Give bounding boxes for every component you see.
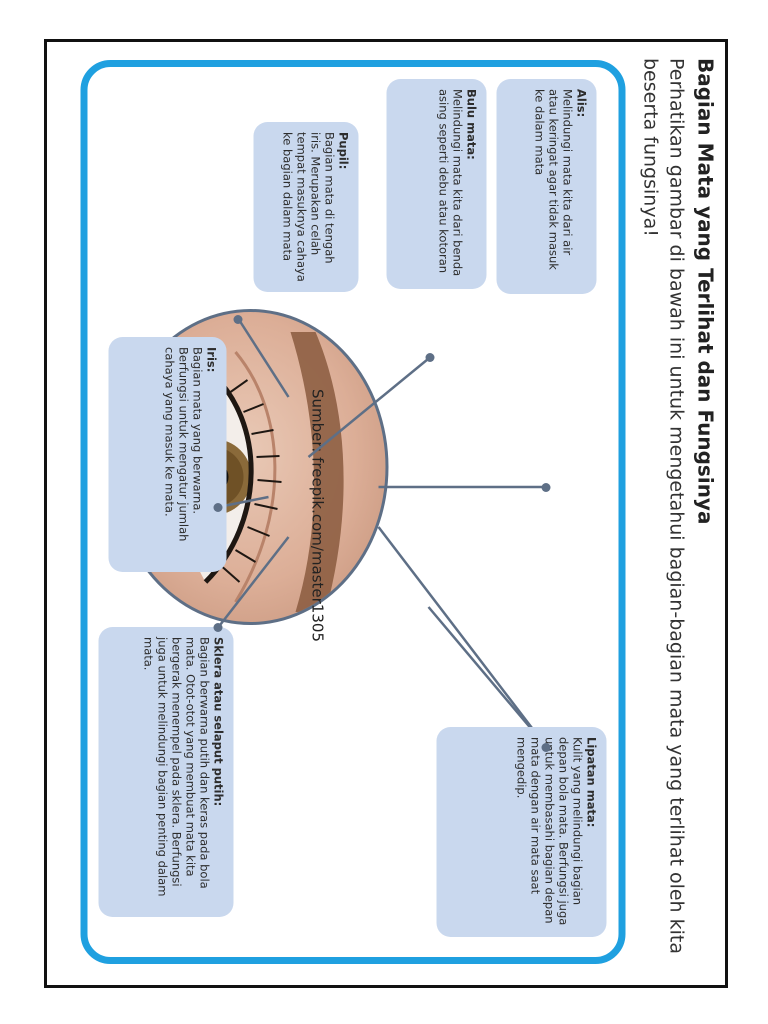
connector-dot: [541, 482, 551, 492]
connector-dot: [541, 742, 551, 752]
label-sklera: Sklera atau selaput putih: Bagian berwar…: [98, 626, 234, 917]
connector-lines: [217, 317, 548, 748]
label-bulu-mata: Bulu mata: Melindungi mata kita dari ben…: [386, 78, 487, 289]
label-iris: Iris: Bagian mata yang berwarna. Berfung…: [108, 336, 227, 572]
connector-dot: [233, 314, 243, 324]
diagram-panel: Sumber: freepik.com/master1305 Alis: Mel…: [80, 59, 626, 964]
label-pupil: Pupil: Bagian mata di tengah iris. Merup…: [253, 121, 359, 292]
page-title: Bagian Mata yang Terlihat dan Fungsinya: [693, 57, 718, 524]
label-alis: Alis: Melindungi mata kita dari air atau…: [496, 78, 597, 294]
connector-dot: [213, 502, 223, 512]
page-subtitle: Perhatikan gambar di bawah ini untuk men…: [639, 57, 688, 954]
page-frame: Bagian Mata yang Terlihat dan Fungsinya …: [44, 39, 728, 988]
connector-dot: [213, 622, 223, 632]
rotated-content: Bagian Mata yang Terlihat dan Fungsinya …: [49, 44, 724, 984]
label-lipatan-mata: Lipatan mata: Kulit yang melindungi bagi…: [436, 726, 607, 937]
connector-dot: [425, 352, 435, 362]
